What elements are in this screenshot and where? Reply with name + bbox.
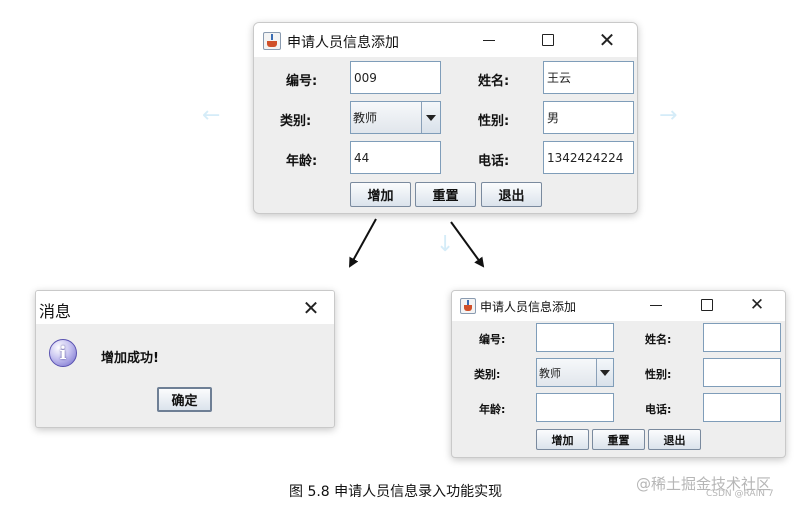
age-field[interactable]: 44 xyxy=(350,141,441,174)
ok-button[interactable]: 确定 xyxy=(157,387,212,412)
arrow-to-reset-window xyxy=(450,221,485,268)
window-title: 申请人员信息添加 xyxy=(287,35,399,51)
category-selected-value: 教师 xyxy=(539,366,561,380)
arrow-to-message-dialog xyxy=(349,218,377,268)
phone-field[interactable]: 1342424224 xyxy=(543,141,634,174)
dialog-message: 增加成功! xyxy=(101,351,159,366)
name-field[interactable]: 王云 xyxy=(543,61,634,94)
maximize-icon[interactable] xyxy=(535,29,561,51)
category-selected-value: 教师 xyxy=(353,111,378,125)
phone-label: 电话: xyxy=(645,403,672,416)
age-label: 年龄: xyxy=(479,403,506,416)
maximize-icon[interactable] xyxy=(695,295,719,315)
number-label: 编号: xyxy=(479,333,506,346)
age-label: 年龄: xyxy=(286,154,318,169)
message-dialog: 消息 ✕ i 增加成功! 确定 xyxy=(35,290,335,428)
minimize-icon[interactable] xyxy=(476,29,502,51)
decorative-down-arrow-icon: ↓ xyxy=(436,232,455,257)
watermark-sub: CSDN @RAIN 7 xyxy=(706,489,774,499)
number-field[interactable] xyxy=(536,323,614,352)
info-icon: i xyxy=(49,339,77,367)
gender-field[interactable] xyxy=(703,358,781,387)
phone-field[interactable] xyxy=(703,393,781,422)
message-dialog-titlebar[interactable]: 消息 ✕ xyxy=(36,291,334,324)
name-label: 姓名: xyxy=(645,333,672,346)
phone-label: 电话: xyxy=(478,154,510,169)
window-title: 申请人员信息添加 xyxy=(480,300,577,314)
chevron-down-icon[interactable] xyxy=(421,102,440,133)
close-icon[interactable]: ✕ xyxy=(749,294,765,315)
main-window-titlebar[interactable]: 申请人员信息添加 ✕ xyxy=(254,23,637,57)
dialog-title: 消息 xyxy=(39,302,72,321)
decorative-right-arrow-icon: → xyxy=(659,103,678,128)
category-label: 类别: xyxy=(280,114,312,129)
name-label: 姓名: xyxy=(478,74,510,89)
figure-caption: 图 5.8 申请人员信息录入功能实现 xyxy=(289,484,503,500)
name-field[interactable] xyxy=(703,323,781,352)
close-icon[interactable]: ✕ xyxy=(302,296,320,320)
number-field[interactable]: 009 xyxy=(350,61,441,94)
age-field[interactable] xyxy=(536,393,614,422)
reset-button[interactable]: 重置 xyxy=(592,429,645,450)
decorative-left-arrow-icon: ← xyxy=(202,103,221,128)
category-select[interactable]: 教师 xyxy=(350,101,441,134)
watermark-main: @稀土掘金技术社区 xyxy=(636,475,772,493)
reset-button[interactable]: 重置 xyxy=(415,182,476,207)
exit-button[interactable]: 退出 xyxy=(648,429,701,450)
category-select[interactable]: 教师 xyxy=(536,358,614,387)
gender-label: 性别: xyxy=(478,114,510,129)
add-button[interactable]: 增加 xyxy=(536,429,589,450)
java-cup-icon xyxy=(460,298,476,314)
minimize-icon[interactable] xyxy=(644,295,668,315)
main-window: 申请人员信息添加 ✕ 编号: 009 姓名: 王云 类别: 教师 性别: 男 年… xyxy=(253,22,638,214)
number-label: 编号: xyxy=(286,74,318,89)
java-cup-icon xyxy=(263,32,281,50)
reset-window: 申请人员信息添加 ✕ 编号: 姓名: 类别: 教师 性别: 年龄: 电话: 增加… xyxy=(451,290,786,458)
add-button[interactable]: 增加 xyxy=(350,182,411,207)
exit-button[interactable]: 退出 xyxy=(481,182,542,207)
gender-label: 性别: xyxy=(645,368,672,381)
category-label: 类别: xyxy=(474,368,501,381)
chevron-down-icon[interactable] xyxy=(596,359,613,386)
reset-window-titlebar[interactable]: 申请人员信息添加 ✕ xyxy=(452,291,785,321)
gender-field[interactable]: 男 xyxy=(543,101,634,134)
close-icon[interactable]: ✕ xyxy=(598,28,616,52)
